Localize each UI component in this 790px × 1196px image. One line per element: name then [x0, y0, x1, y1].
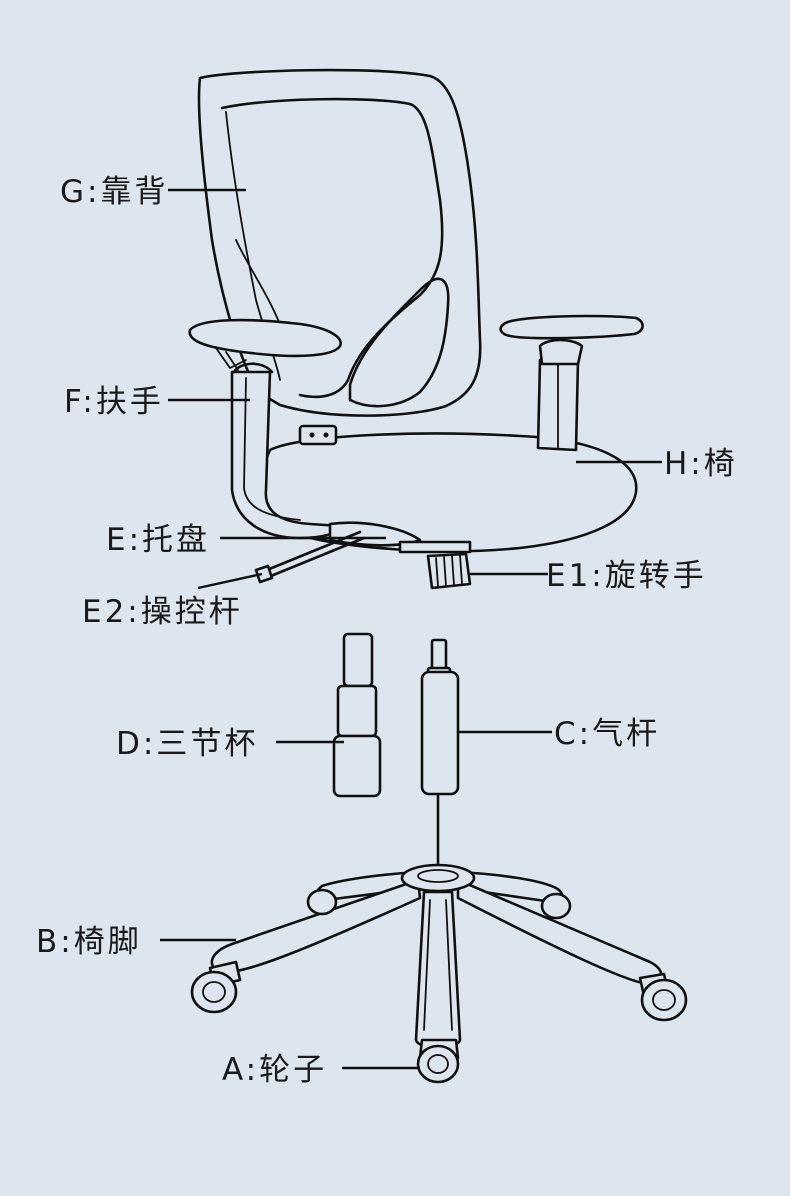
label-lever: E2:操控杆 — [82, 594, 243, 630]
caster-right — [638, 972, 688, 1022]
leader-lever — [197, 572, 263, 590]
right-armrest — [499, 314, 644, 452]
label-seat: H:椅 — [664, 446, 738, 482]
five-star-base — [210, 863, 663, 1049]
casters — [190, 888, 688, 1084]
caster-back-left — [306, 888, 338, 916]
caster-back-right — [540, 892, 572, 920]
label-swivel-knob: E1:旋转手 — [546, 558, 707, 594]
telescopic-cover — [332, 632, 382, 798]
label-base: B:椅脚 — [36, 924, 142, 960]
backrest — [197, 68, 482, 417]
label-armrest: F:扶手 — [64, 384, 164, 420]
label-telescopic-cover: D:三节杯 — [116, 726, 258, 762]
gas-lift — [420, 638, 460, 868]
label-gas-lift: C:气杆 — [554, 716, 660, 752]
labels: G:靠背 F:扶手 H:椅 E:托盘 E1:旋转手 E2:操控杆 D:三节杯 C… — [36, 174, 738, 1088]
caster-left — [190, 960, 242, 1014]
label-backrest: G:靠背 — [60, 174, 168, 210]
swivel-knob — [426, 552, 472, 590]
caster-front — [416, 1038, 460, 1084]
label-caster: A:轮子 — [222, 1052, 327, 1088]
label-tray: E:托盘 — [106, 522, 210, 558]
leader-lines — [160, 188, 662, 1070]
